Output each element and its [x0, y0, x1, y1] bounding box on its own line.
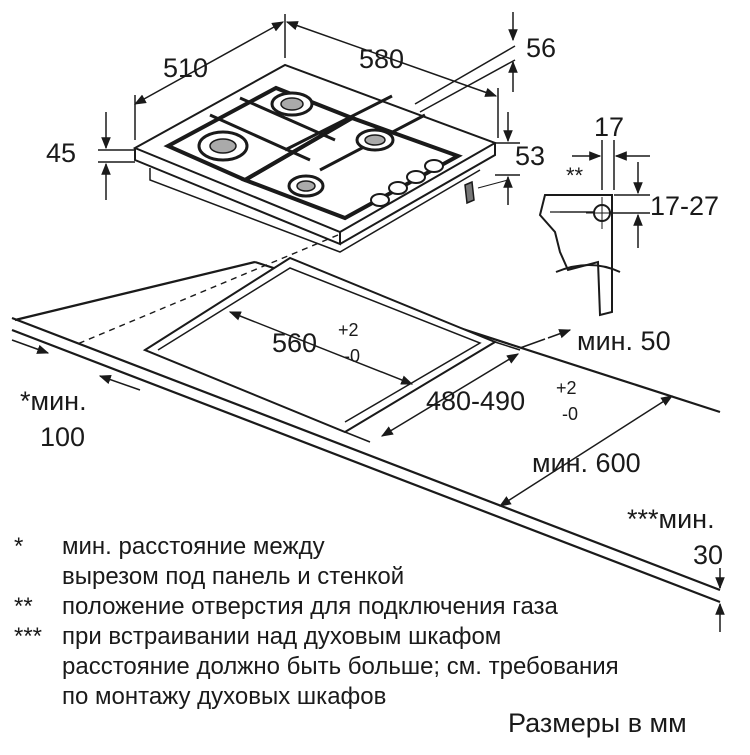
label-17-27: 17-27 [650, 191, 719, 221]
hob-drawing [132, 63, 498, 253]
countertop-back-top [11, 316, 721, 592]
units-caption: Размеры в мм [508, 708, 687, 738]
note-3-line-1: при встраивании над духовым шкафом [62, 623, 501, 650]
label-17: 17 [594, 112, 624, 142]
label-min-30-line1: ***мин. [627, 504, 715, 534]
label-min-100-line2: 100 [40, 422, 85, 452]
label-pipe-marker: ** [566, 163, 584, 188]
profile-break-line [555, 264, 621, 273]
hob-side-edge [339, 143, 496, 245]
hob-dimension-lines [98, 12, 520, 205]
countertop-back-bottom [11, 328, 721, 604]
dim-line-min-100 [11, 339, 50, 354]
dim-line-min-50 [519, 338, 546, 349]
label-min-600: мин. 600 [532, 448, 641, 478]
dim-line-580 [285, 21, 498, 97]
gas-pipe-icon [464, 180, 475, 205]
side-profile-detail [538, 140, 650, 317]
grate-bars [209, 94, 426, 172]
label-560-minus: -0 [344, 346, 360, 366]
note-2-line-1: положение отверстия для подключения газа [62, 593, 559, 620]
label-560-plus: +2 [338, 320, 359, 340]
dim-line-510 [133, 21, 285, 105]
dim-line-480-490 [380, 353, 520, 437]
label-min-50: мин. 50 [577, 326, 671, 356]
projection-dashed-line [74, 234, 339, 346]
burner-cap-icon [296, 180, 316, 192]
note-3-line-2: расстояние должно быть больше; см. требо… [62, 653, 619, 680]
label-480-490-plus: +2 [556, 378, 577, 398]
note-3-marker: *** [14, 623, 42, 650]
label-510: 510 [163, 53, 208, 83]
note-1-line-1: мин. расстояние между [62, 533, 325, 560]
hob-front-edge [134, 148, 341, 246]
label-53: 53 [515, 141, 545, 171]
label-min-30-line2: 30 [693, 540, 723, 570]
label-480-490-minus: -0 [562, 404, 578, 424]
note-2-marker: ** [14, 593, 33, 620]
note-1-line-2: вырезом под панель и стенкой [62, 563, 404, 590]
burner-cap-icon [280, 97, 304, 111]
note-3-line-3: по монтажу духовых шкафов [62, 683, 386, 710]
burner-cap-icon [209, 138, 237, 154]
burner-cap-icon [364, 134, 386, 146]
dimension-labels: 510 580 56 45 53 17 ** 17-27 560 +2 -0 4… [20, 33, 723, 570]
knob-icon [406, 170, 426, 184]
hob-body [149, 168, 481, 253]
knob-icon [370, 193, 390, 207]
grate-right [240, 115, 463, 221]
control-knobs [370, 159, 444, 207]
knob-icon [424, 159, 444, 173]
label-580: 580 [359, 44, 404, 74]
label-480-490: 480-490 [426, 386, 525, 416]
knob-icon [388, 181, 408, 195]
dim-line-min-600 [498, 395, 674, 507]
label-56: 56 [526, 33, 556, 63]
note-1-marker: * [14, 533, 23, 560]
countertop-dimension-lines [11, 311, 725, 632]
label-45: 45 [46, 138, 76, 168]
footnotes: * мин. расстояние между вырезом под пане… [14, 533, 619, 710]
label-min-100-line1: *мин. [20, 386, 87, 416]
label-560: 560 [272, 328, 317, 358]
